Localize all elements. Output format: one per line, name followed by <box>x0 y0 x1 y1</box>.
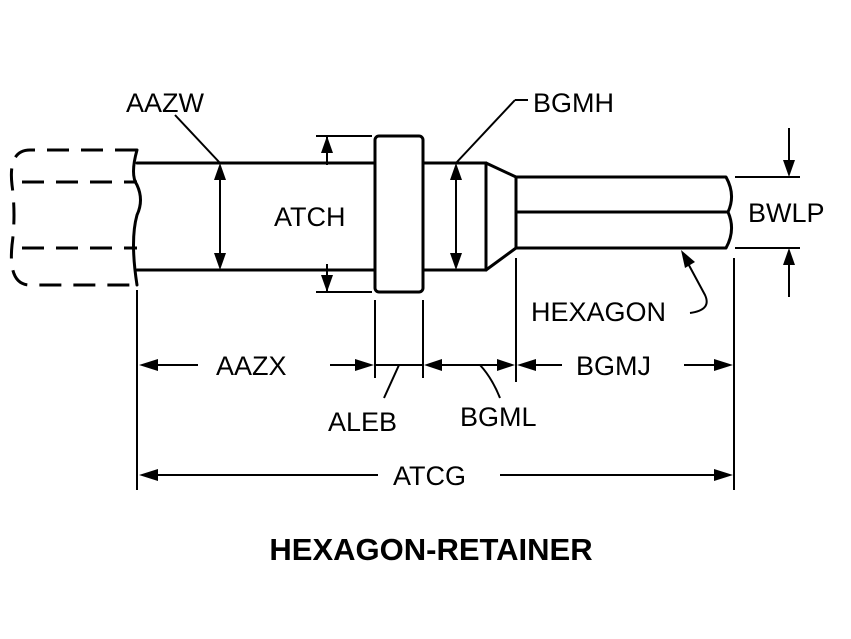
label-bgml: BGML <box>460 402 537 432</box>
bgml-dimension <box>424 359 515 399</box>
hexagon-leader <box>681 250 708 314</box>
label-atcg: ATCG <box>393 461 466 491</box>
bgmj-dimension <box>517 359 733 371</box>
label-atch: ATCH <box>274 202 346 232</box>
label-aazx: AAZX <box>216 351 287 381</box>
aazw-dimension <box>174 114 226 270</box>
atcg-dimension <box>139 469 733 481</box>
bwlp-dimension <box>735 128 800 297</box>
main-shaft <box>135 161 377 272</box>
bgmh-dimension <box>450 99 528 270</box>
label-aleb: ALEB <box>328 407 397 437</box>
label-bgmj: BGMJ <box>576 351 651 381</box>
atch-dimension <box>316 135 372 293</box>
label-aazw: AAZW <box>126 88 205 118</box>
label-bwlp: BWLP <box>748 198 825 228</box>
collar <box>373 134 425 294</box>
tip-section <box>421 161 733 272</box>
label-bgmh: BGMH <box>533 88 614 118</box>
label-hexagon: HEXAGON <box>531 297 666 327</box>
aleb-dimension <box>375 364 423 399</box>
aazx-dimension <box>139 359 374 371</box>
phantom-shaft-end <box>9 148 142 287</box>
diagram-caption: HEXAGON-RETAINER <box>269 532 592 567</box>
